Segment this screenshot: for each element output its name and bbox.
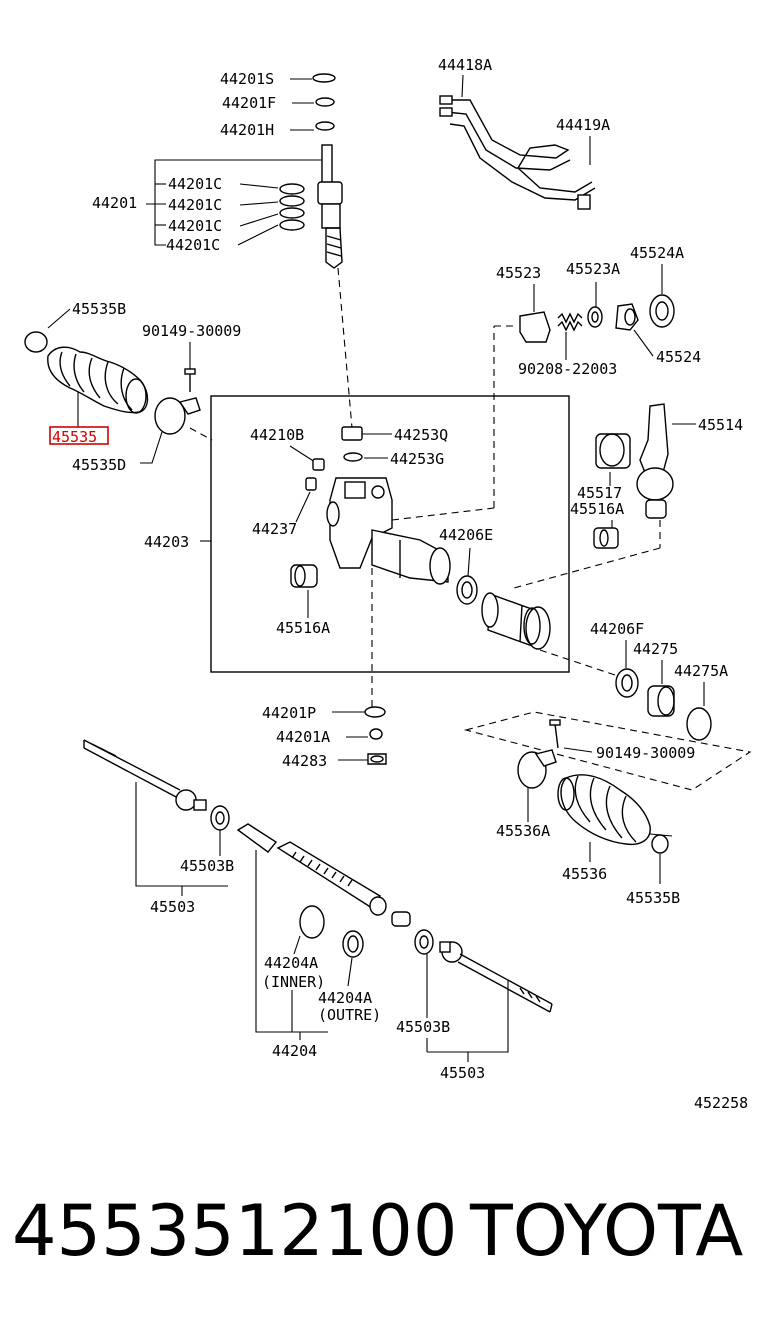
callout-45524A[interactable]: 45524A [630,244,684,262]
callout-44201[interactable]: 44201 [92,194,137,212]
callout-45503-right[interactable]: 45503 [440,1064,485,1082]
callout-44237[interactable]: 44237 [252,520,297,538]
callout-45514[interactable]: 45514 [698,416,743,434]
callout-45536A[interactable]: 45536A [496,822,550,840]
cylinder-tube [481,592,551,650]
brand-name: TOYOTA [470,1190,744,1272]
callout-44275A[interactable]: 44275A [674,662,728,680]
callout-45535D[interactable]: 45535D [72,456,126,474]
callout-44206E[interactable]: 44206E [439,526,493,544]
diagram-id: 452258 [694,1094,748,1112]
callout-45535-highlighted[interactable]: 45535 [52,428,97,446]
callout-45517[interactable]: 45517 [577,484,622,502]
rack-housing-frame [210,395,570,673]
gear-housing-44203[interactable] [326,477,495,585]
callout-44275[interactable]: 44275 [633,640,678,658]
callout-45516A-right[interactable]: 45516A [570,500,624,518]
callout-inner[interactable]: (INNER) [262,973,325,991]
tie-rod-right[interactable] [439,941,553,1013]
callout-44204A-inner[interactable]: 44204A [264,954,318,972]
callout-45523[interactable]: 45523 [496,264,541,282]
parts-diagram: 44201S 44201F 44201H 44201 44201C 44201C… [24,56,752,1112]
callout-45516A[interactable]: 45516A [276,619,330,637]
callout-44204[interactable]: 44204 [272,1042,317,1060]
callout-44201A[interactable]: 44201A [276,728,330,746]
callout-90149-bottom[interactable]: 90149-30009 [596,744,695,762]
callout-44419A[interactable]: 44419A [556,116,610,134]
callout-44204A-outre[interactable]: 44204A [318,989,372,1007]
callout-44253G[interactable]: 44253G [390,450,444,468]
callout-44201F[interactable]: 44201F [222,94,276,112]
callout-45535B-top[interactable]: 45535B [72,300,126,318]
callout-44201P[interactable]: 44201P [262,704,316,722]
callout-44203[interactable]: 44203 [144,533,189,551]
callout-44201C-1[interactable]: 44201C [168,175,222,193]
part-number: 4553512100 [12,1190,458,1272]
boot-45536[interactable] [557,774,651,846]
callout-44201C-4[interactable]: 44201C [166,236,220,254]
callout-44210B[interactable]: 44210B [250,426,304,444]
callout-44283[interactable]: 44283 [282,752,327,770]
callout-outre[interactable]: (OUTRE) [318,1006,381,1024]
callout-44201C-2[interactable]: 44201C [168,196,222,214]
callout-44206F[interactable]: 44206F [590,620,644,638]
callout-45536[interactable]: 45536 [562,865,607,883]
callout-44418A[interactable]: 44418A [438,56,492,74]
callout-44253Q[interactable]: 44253Q [394,426,448,444]
callout-45503B-right[interactable]: 45503B [396,1018,450,1036]
callout-45503B-left[interactable]: 45503B [180,857,234,875]
callout-45524[interactable]: 45524 [656,348,701,366]
rack-bar[interactable] [236,823,387,916]
callout-45523A[interactable]: 45523A [566,260,620,278]
tie-rod-left[interactable] [83,739,207,811]
boot-45535[interactable] [47,346,149,414]
callout-90149-top[interactable]: 90149-30009 [142,322,241,340]
highlight-box [49,426,109,445]
callout-44201H[interactable]: 44201H [220,121,274,139]
callout-90208[interactable]: 90208-22003 [518,360,617,378]
callout-45503-left[interactable]: 45503 [150,898,195,916]
callout-45535B-bottom[interactable]: 45535B [626,889,680,907]
callout-44201S[interactable]: 44201S [220,70,274,88]
callout-44201C-3[interactable]: 44201C [168,217,222,235]
